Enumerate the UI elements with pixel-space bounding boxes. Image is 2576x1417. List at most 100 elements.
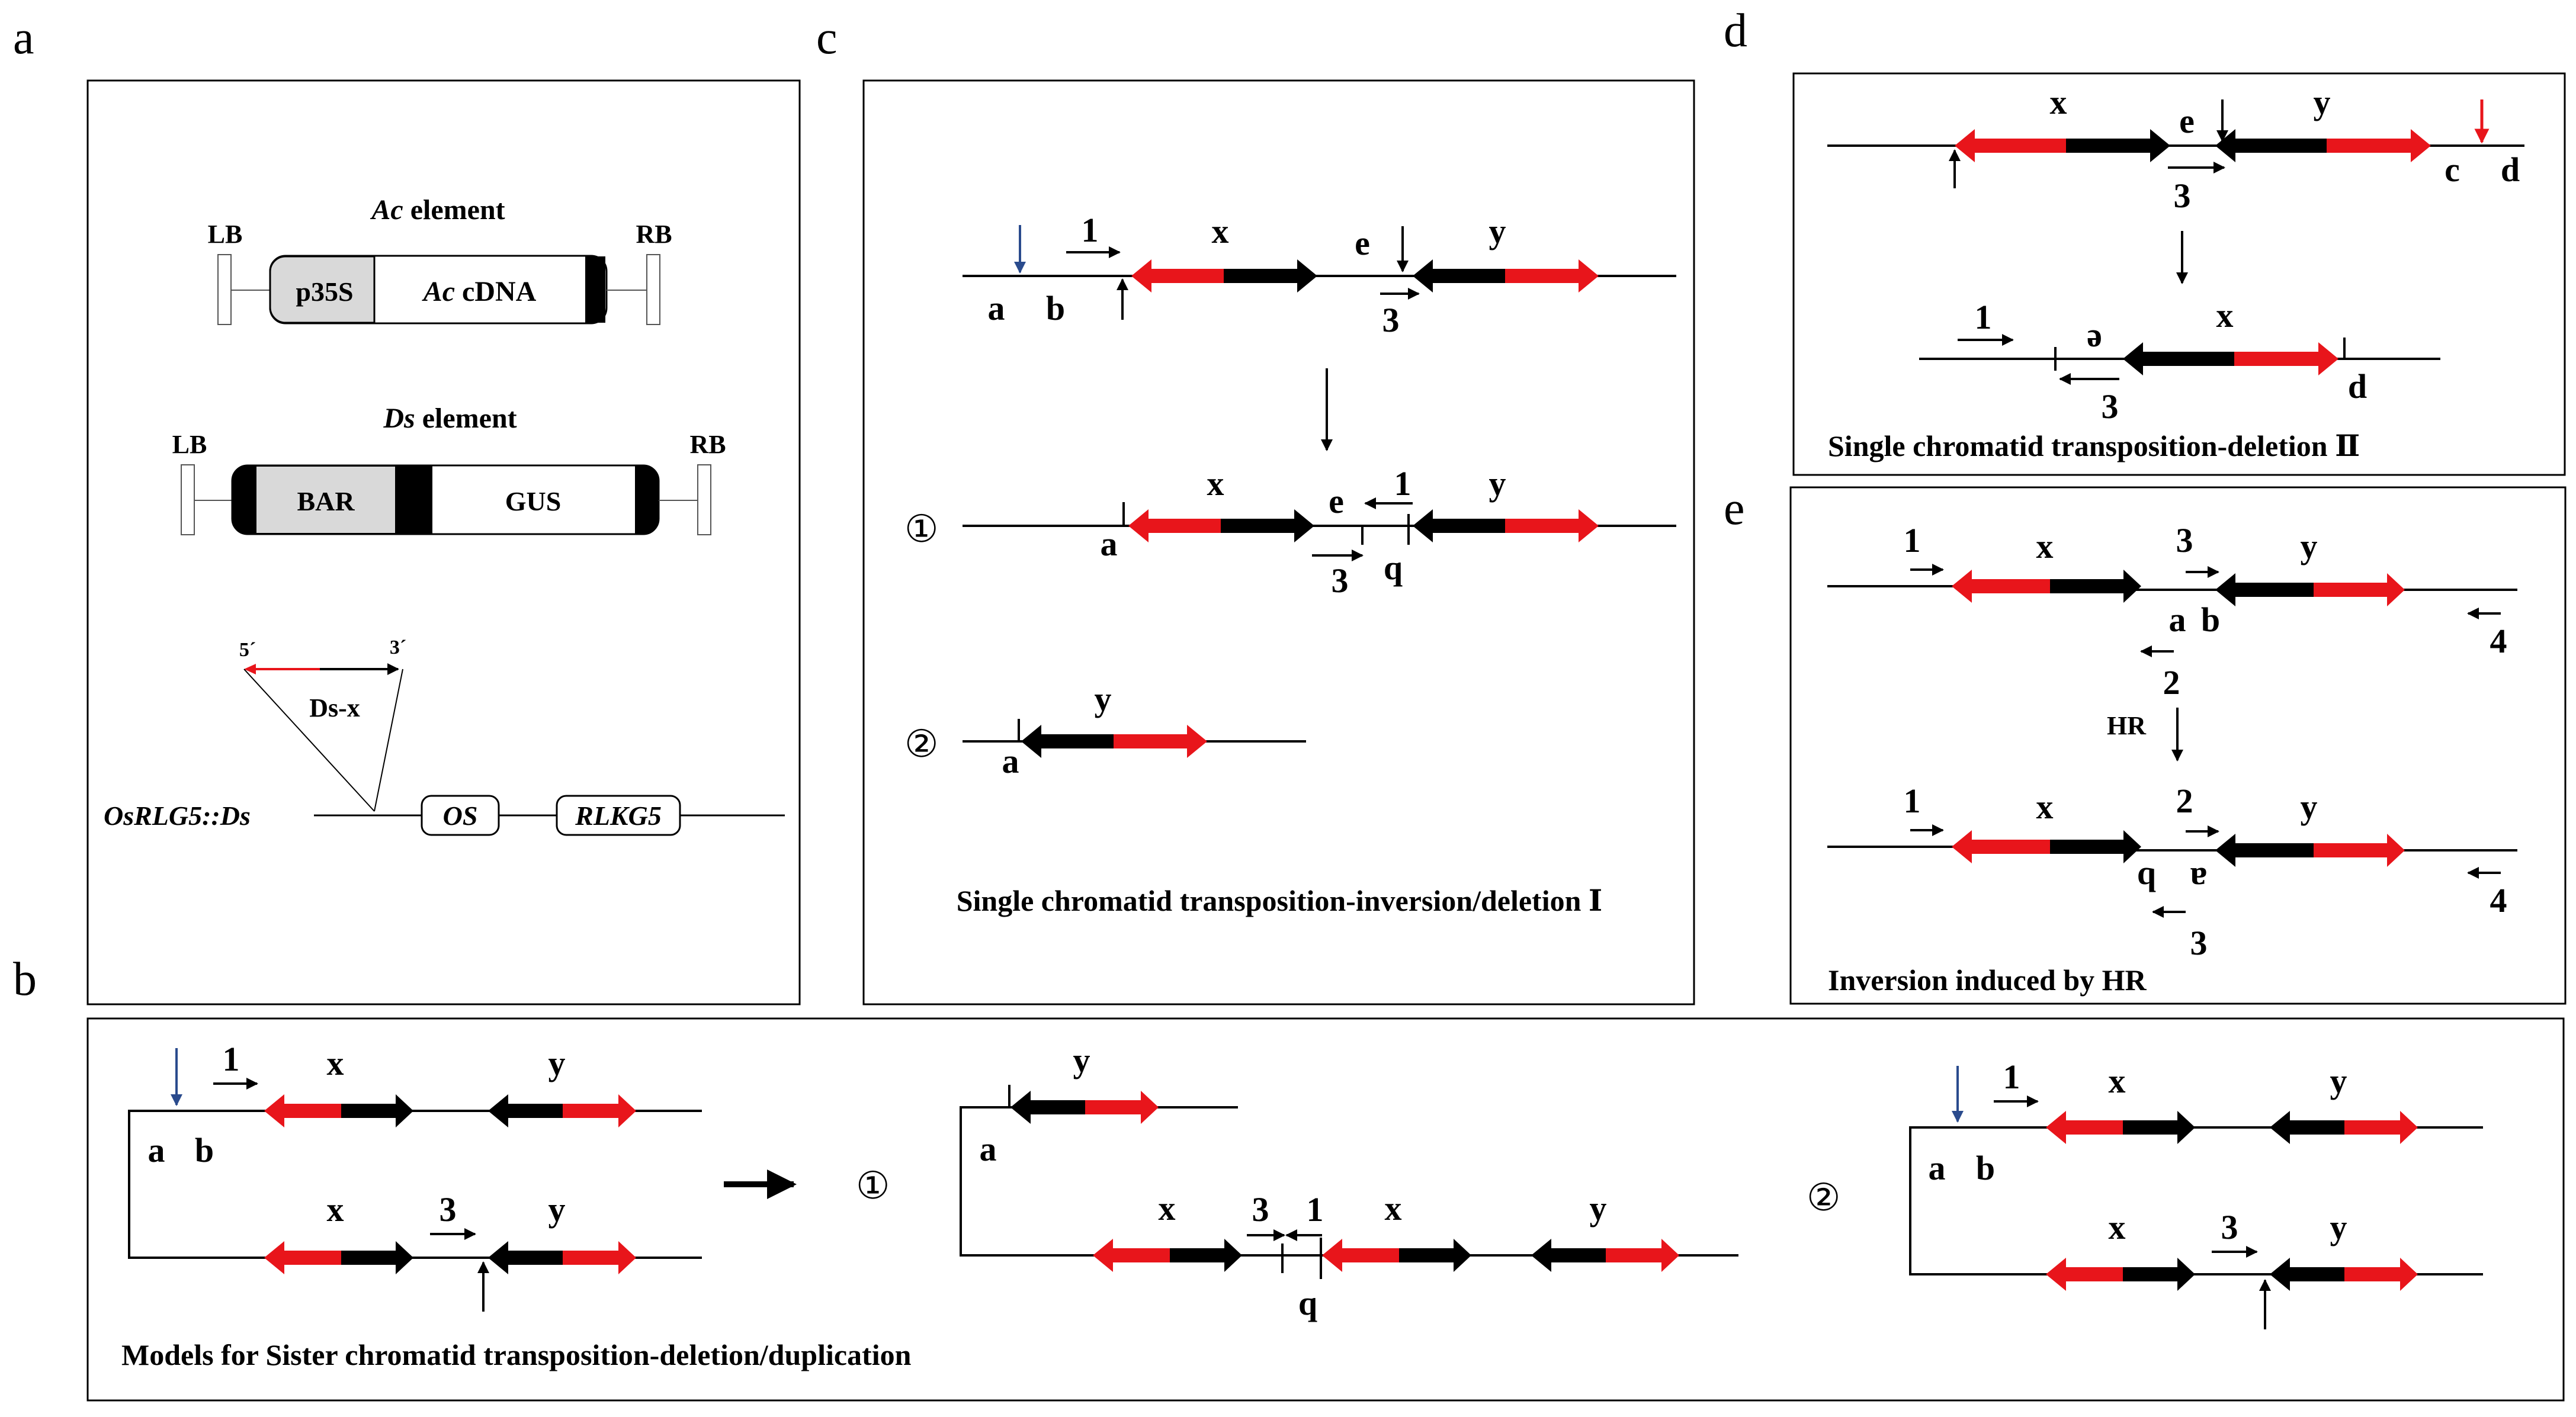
b-p1-label-x2: x — [1385, 1189, 1402, 1228]
e-hr-label: HR — [2107, 711, 2147, 740]
e-bottom-label-1: 1 — [1904, 782, 1921, 820]
d-top-ds-y — [2215, 129, 2431, 162]
d-caption: Single chromatid transposition-deletion … — [1828, 429, 2360, 462]
panel-e: 1 x 3 y a b 2 4 HR 1 x 2 y b a 3 4 Inver… — [1827, 521, 2517, 997]
e-top-label-3: 3 — [2176, 521, 2193, 560]
ds-spacer-block — [396, 466, 432, 534]
ds-element-title: Ds element — [383, 403, 517, 434]
c-p1-label-x: x — [1207, 464, 1224, 503]
panel-a: Ac element LB RB p35S Ac cDNA Ds element… — [104, 194, 785, 836]
c-caption: Single chromatid transposition-inversion… — [957, 884, 1603, 917]
b-left-label-y-top: y — [548, 1044, 566, 1082]
c-top-label-y: y — [1489, 212, 1506, 250]
ds-x-insertion-right — [374, 669, 403, 812]
c-p2-label-a: a — [1002, 742, 1019, 780]
d-bottom-ds-x — [2123, 342, 2338, 375]
b-p2-label-x-top: x — [2109, 1062, 2126, 1100]
e-caption: Inversion induced by HR — [1828, 963, 2147, 997]
ac-element-title: Ac element — [370, 194, 505, 226]
c-top-label-1: 1 — [1082, 211, 1099, 249]
b-left-top-ds-x — [264, 1094, 413, 1127]
ds-lb-label: LB — [172, 430, 207, 459]
b-left-label-y-bottom: y — [548, 1190, 566, 1229]
b-p1-bottom-ds-y — [1531, 1239, 1679, 1272]
ds-right-terminal — [635, 466, 659, 534]
b-p2-label-y-top: y — [2330, 1062, 2347, 1100]
panel-c-frame — [862, 79, 1695, 1005]
b-p1-top-ds-y — [1010, 1091, 1159, 1124]
e-top-label-b: b — [2201, 600, 2220, 639]
e-bottom-ds-y — [2215, 834, 2405, 867]
b-left-label-x-bottom: x — [327, 1190, 344, 1229]
ds-lb-border — [181, 464, 195, 535]
c-product-1-marker: ① — [904, 507, 938, 551]
b-p1-label-x1: x — [1159, 1189, 1176, 1228]
os-gene-label: OS — [443, 801, 478, 831]
b-p2-label-3: 3 — [2221, 1208, 2238, 1246]
b-left-sister-lines — [128, 1110, 702, 1259]
c-p1-label-1: 1 — [1394, 464, 1411, 503]
c-product-2-marker: ② — [904, 722, 938, 766]
five-prime-label: 5´ — [239, 639, 256, 661]
ac-p35s-promoter — [269, 255, 376, 324]
b-p2-top-ds-y — [2270, 1111, 2418, 1144]
b-left-bottom-ds-y — [488, 1241, 636, 1274]
e-top-label-4: 4 — [2490, 622, 2507, 660]
ac-lb-border — [217, 254, 232, 325]
b-left-label-b: b — [195, 1131, 214, 1169]
c-p1-label-e: e — [1329, 482, 1344, 520]
b-left-label-x-top: x — [327, 1044, 344, 1082]
c-p1-label-3: 3 — [1332, 561, 1349, 600]
b-p2-top-ds-x — [2046, 1111, 2195, 1144]
c-top-label-x: x — [1212, 212, 1229, 250]
e-bottom-ds-x — [1952, 830, 2141, 863]
ds-rb-label: RB — [689, 430, 726, 459]
d-top-label-c: c — [2445, 150, 2460, 189]
e-bottom-label-x: x — [2036, 788, 2054, 826]
b-left-label-1: 1 — [223, 1040, 240, 1078]
e-top-label-a: a — [2169, 600, 2186, 639]
d-top-label-3: 3 — [2174, 176, 2191, 215]
d-bottom-label-1: 1 — [1975, 298, 1992, 336]
e-bottom-label-4: 4 — [2490, 881, 2507, 920]
b-p2-label-x-bottom: x — [2109, 1208, 2126, 1246]
b-p1-label-1: 1 — [1307, 1190, 1324, 1229]
three-prime-label: 3´ — [390, 637, 406, 658]
panel-letter-a: a — [13, 12, 34, 64]
b-left-bottom-ds-x — [264, 1241, 413, 1274]
e-top-label-x: x — [2036, 527, 2054, 565]
panel-d: x e y 3 c d 1 e x 3 d Single chromatid t… — [1827, 83, 2524, 462]
e-top-label-2: 2 — [2163, 663, 2180, 702]
panel-b: 1 x y a b x 3 y ① y — [121, 1040, 2483, 1371]
panel-letter-b: b — [13, 953, 37, 1005]
e-bottom-label-3: 3 — [2190, 924, 2208, 962]
c-p2-label-y: y — [1095, 680, 1112, 718]
panel-b-frame — [86, 1017, 2565, 1402]
ds-x-label: Ds-x — [309, 693, 360, 722]
ds-left-terminal — [232, 466, 256, 534]
b-left-label-a: a — [148, 1131, 165, 1169]
c-top-label-e: e — [1355, 224, 1370, 262]
ds-rb-border — [697, 464, 711, 535]
ds-x-insertion-left — [243, 669, 375, 812]
c-p1-ds-x — [1128, 509, 1314, 542]
c-top-ds-x — [1131, 259, 1317, 293]
c-top-label-a: a — [988, 289, 1005, 327]
d-top-ds-x — [1955, 129, 2170, 162]
ac-lb-label: LB — [208, 220, 243, 249]
e-bottom-label-b-inverted: b — [2137, 860, 2156, 899]
b-p1-lines-top — [960, 1106, 1738, 1257]
ac-rb-label: RB — [636, 220, 672, 249]
c-top-label-3: 3 — [1382, 301, 1400, 339]
panel-a-frame — [86, 79, 801, 1005]
ds-gus-label: GUS — [505, 486, 562, 516]
ds-bar-label: BAR — [297, 486, 355, 516]
panel-letter-e: e — [1724, 483, 1745, 535]
c-p1-label-q: q — [1384, 548, 1403, 587]
b-p1-label-q: q — [1298, 1284, 1317, 1322]
b-p2-label-y-bottom: y — [2330, 1208, 2347, 1246]
d-bottom-label-x: x — [2216, 296, 2234, 335]
e-bottom-label-2: 2 — [2176, 782, 2193, 820]
e-top-label-1: 1 — [1904, 521, 1921, 560]
rlkg5-gene-label: RLKG5 — [575, 801, 662, 831]
